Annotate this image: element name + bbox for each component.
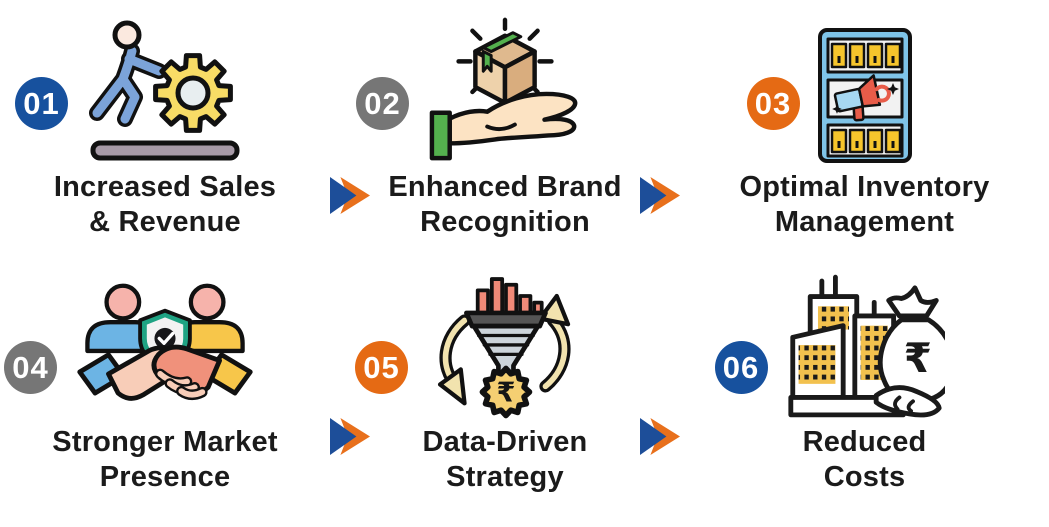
- data-funnel-icon: ₹: [437, 277, 571, 419]
- flow-arrow: [640, 177, 680, 214]
- flow-arrow: [330, 177, 370, 214]
- benefit-item-02: 02: [356, 0, 640, 258]
- handshake-icon: [77, 283, 253, 401]
- rupee-symbol: ₹: [496, 376, 515, 407]
- step-badge-06: 06: [714, 341, 768, 394]
- flow-arrow-cell: [330, 0, 370, 258]
- step-number: 03: [754, 85, 792, 121]
- step-number: 04: [12, 349, 49, 385]
- flow-arrow: [640, 418, 680, 455]
- flow-arrow-cell: [640, 0, 680, 258]
- benefit-item-05: 05: [355, 258, 640, 527]
- benefit-item-06: 06: [680, 258, 1049, 527]
- flow-arrow-cell: [330, 258, 370, 527]
- buildings-money-bag-icon: ₹: [787, 274, 945, 418]
- benefit-item-03: 03: [680, 0, 1049, 258]
- benefit-label: Enhanced Brand Recognition: [388, 171, 622, 238]
- benefit-label: Stronger Market Presence: [52, 426, 278, 493]
- benefit-label: Optimal Inventory Management: [739, 171, 990, 238]
- inventory-shelf-icon: [817, 28, 912, 163]
- step-badge-01: 01: [15, 77, 68, 130]
- step-badge-03: 03: [746, 77, 800, 130]
- step-badge-05: 05: [355, 341, 408, 394]
- rupee-symbol: ₹: [903, 335, 931, 381]
- benefit-label: Reduced Costs: [802, 426, 927, 493]
- step-badge-02: 02: [356, 77, 409, 130]
- runner-gear-icon: [89, 20, 240, 161]
- benefit-item-04: 04: [0, 258, 330, 527]
- step-badge-04: 04: [4, 341, 57, 394]
- benefit-label: Increased Sales & Revenue: [53, 171, 277, 238]
- step-number: 06: [722, 349, 760, 385]
- step-number: 01: [23, 85, 60, 121]
- hand-holding-box-icon: [429, 17, 578, 161]
- benefit-label: Data-Driven Strategy: [422, 426, 588, 493]
- benefit-item-01: 01 Increased Sales & Revenue: [0, 0, 330, 258]
- step-number: 02: [364, 85, 401, 121]
- flow-arrow: [330, 418, 370, 455]
- flow-arrow-cell: [640, 258, 680, 527]
- step-number: 05: [363, 349, 400, 385]
